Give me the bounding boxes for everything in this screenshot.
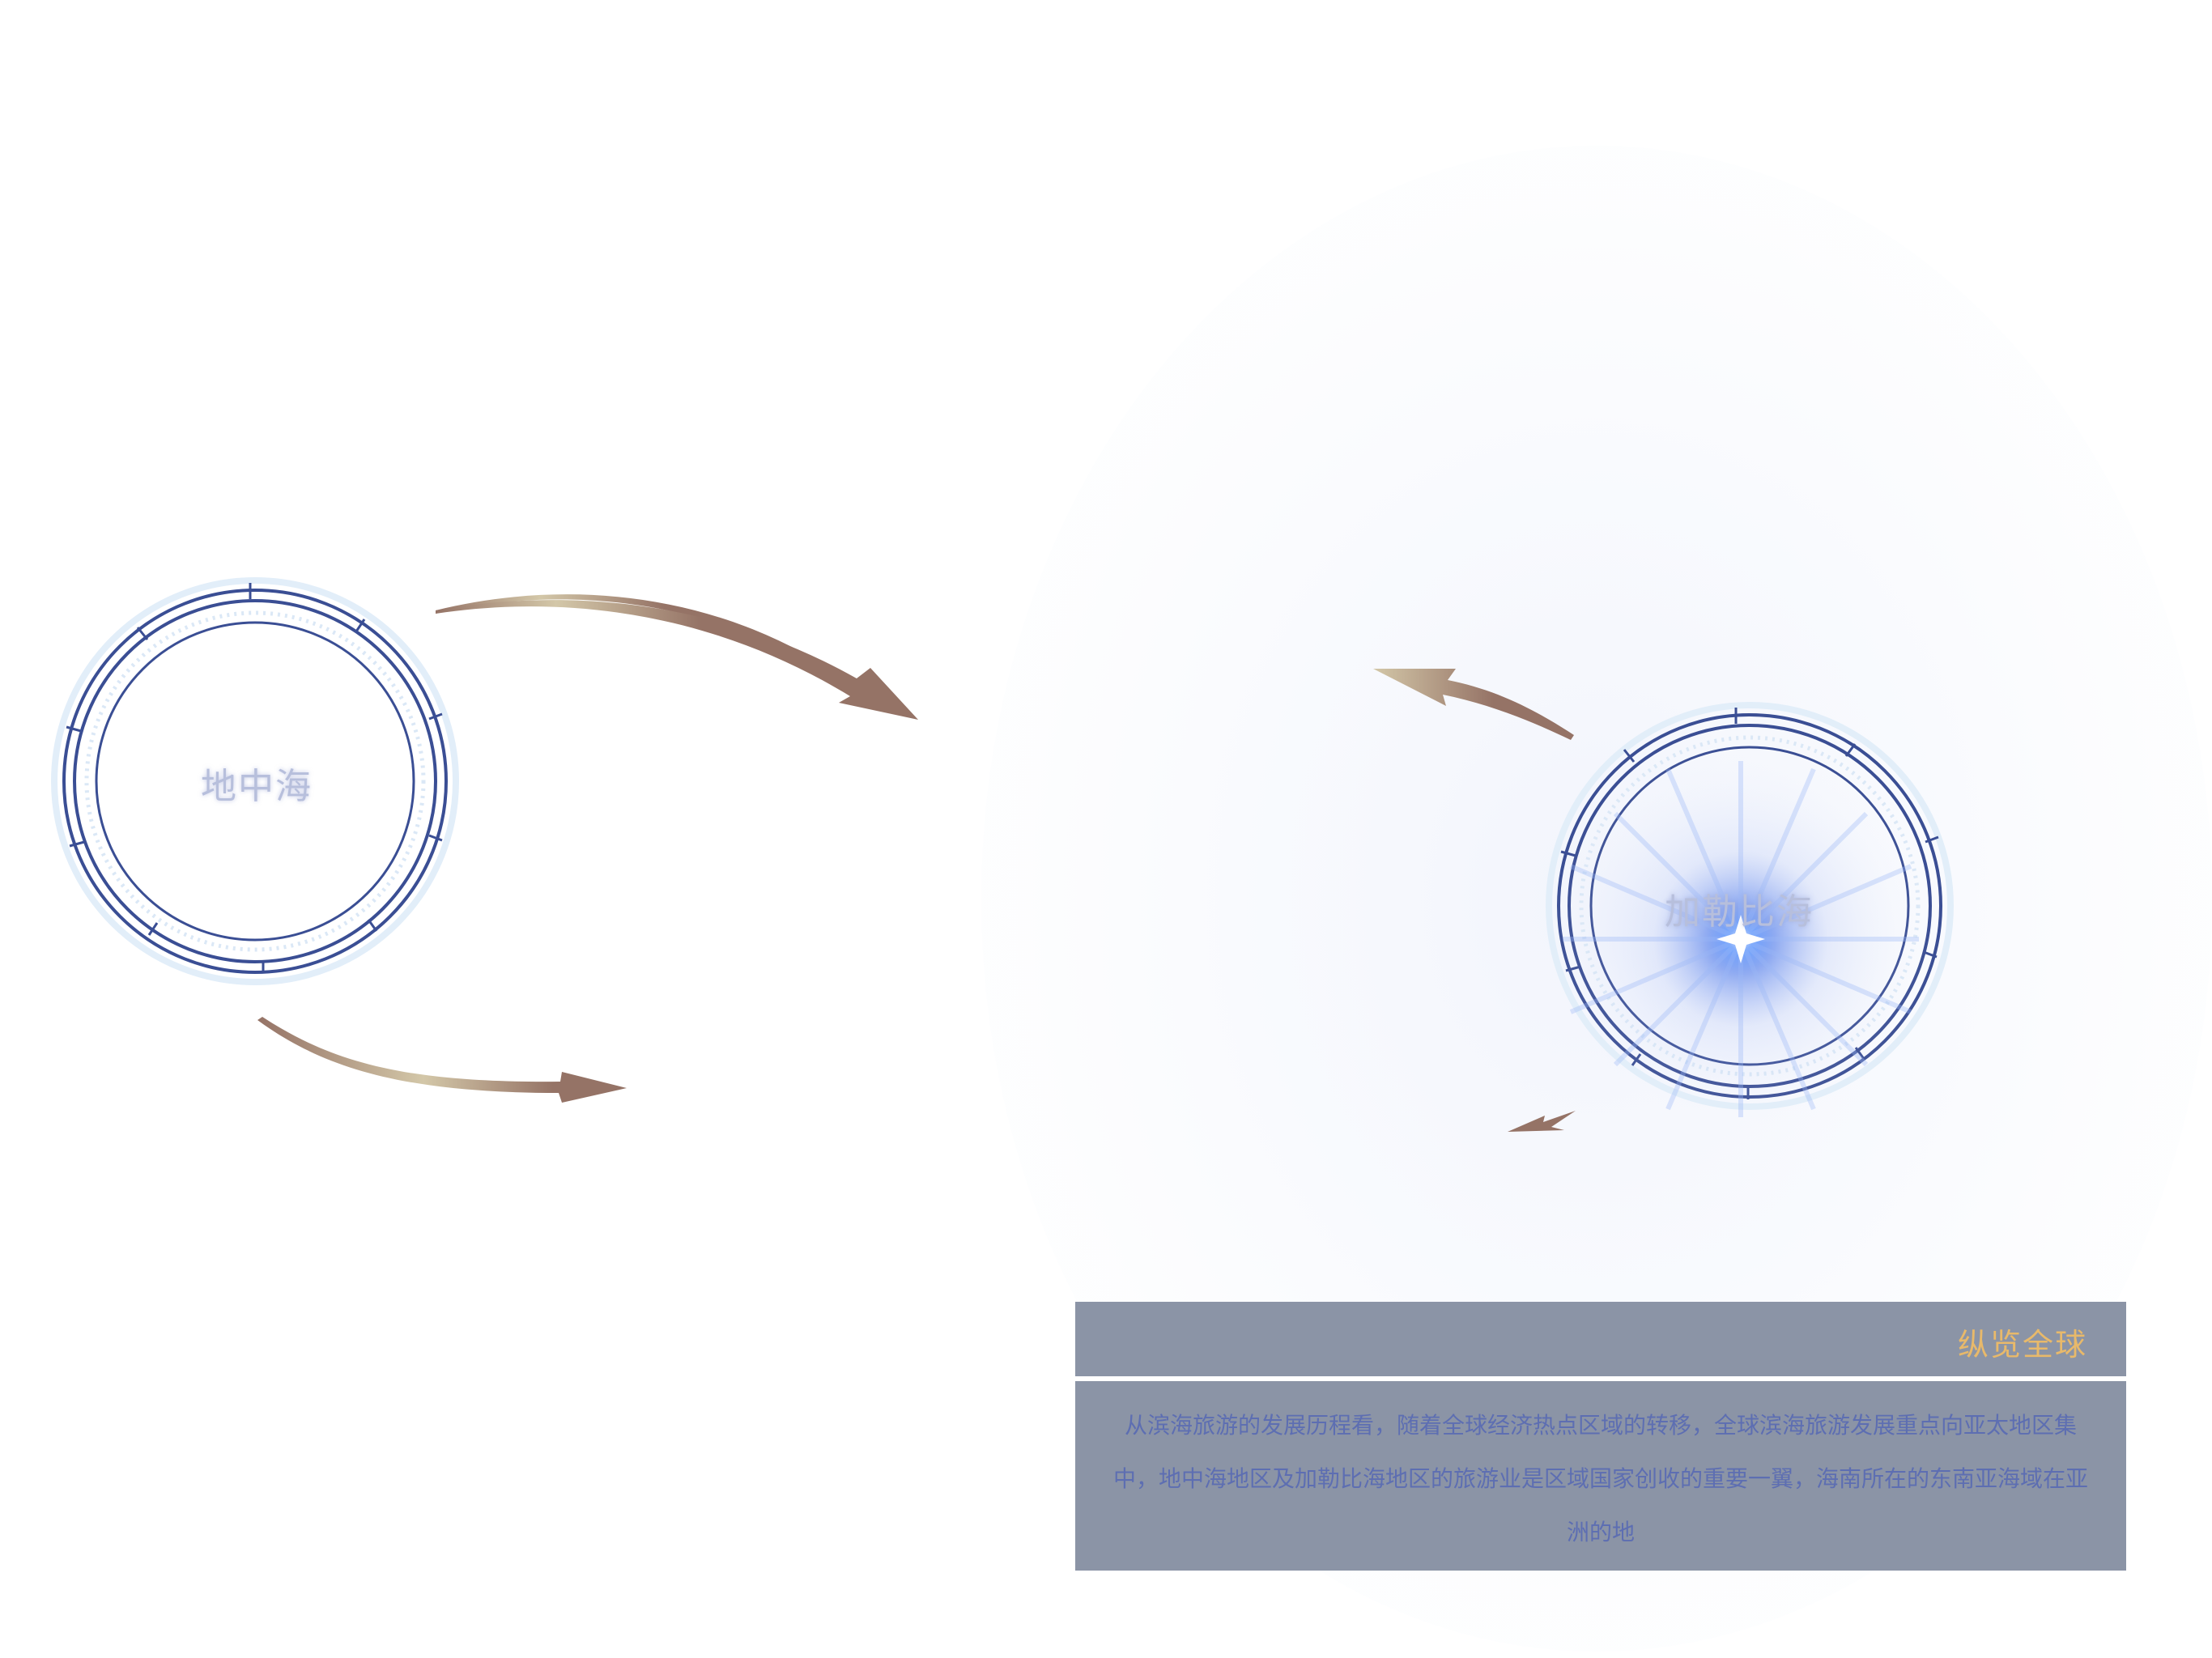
info-panel-text: 从滨海旅游的发展历程看，随着全球经济热点区域的转移，全球滨海旅游发展重点向亚太地… — [1112, 1412, 2088, 1545]
info-panel-header: 纵览全球 — [1075, 1302, 2126, 1376]
curved-arrow-icon — [1373, 669, 1574, 740]
curved-arrow-icon — [257, 1017, 627, 1103]
info-panel-divider — [1075, 1376, 2126, 1381]
mediterranean-ring-icon[interactable] — [49, 575, 462, 988]
mediterranean-label: 地中海 — [201, 766, 313, 807]
info-panel: 纵览全球 从滨海旅游的发展历程看，随着全球经济热点区域的转移，全球滨海旅游发展重… — [1075, 1302, 2126, 1571]
info-panel-body: 从滨海旅游的发展历程看，随着全球经济热点区域的转移，全球滨海旅游发展重点向亚太地… — [1075, 1381, 2126, 1571]
caribbean-label: 加勒比海 — [1665, 891, 1814, 933]
curved-arrow-icon — [1508, 1111, 1576, 1132]
curved-arrow-icon — [436, 594, 918, 720]
info-panel-title: 纵览全球 — [1957, 1327, 2087, 1363]
